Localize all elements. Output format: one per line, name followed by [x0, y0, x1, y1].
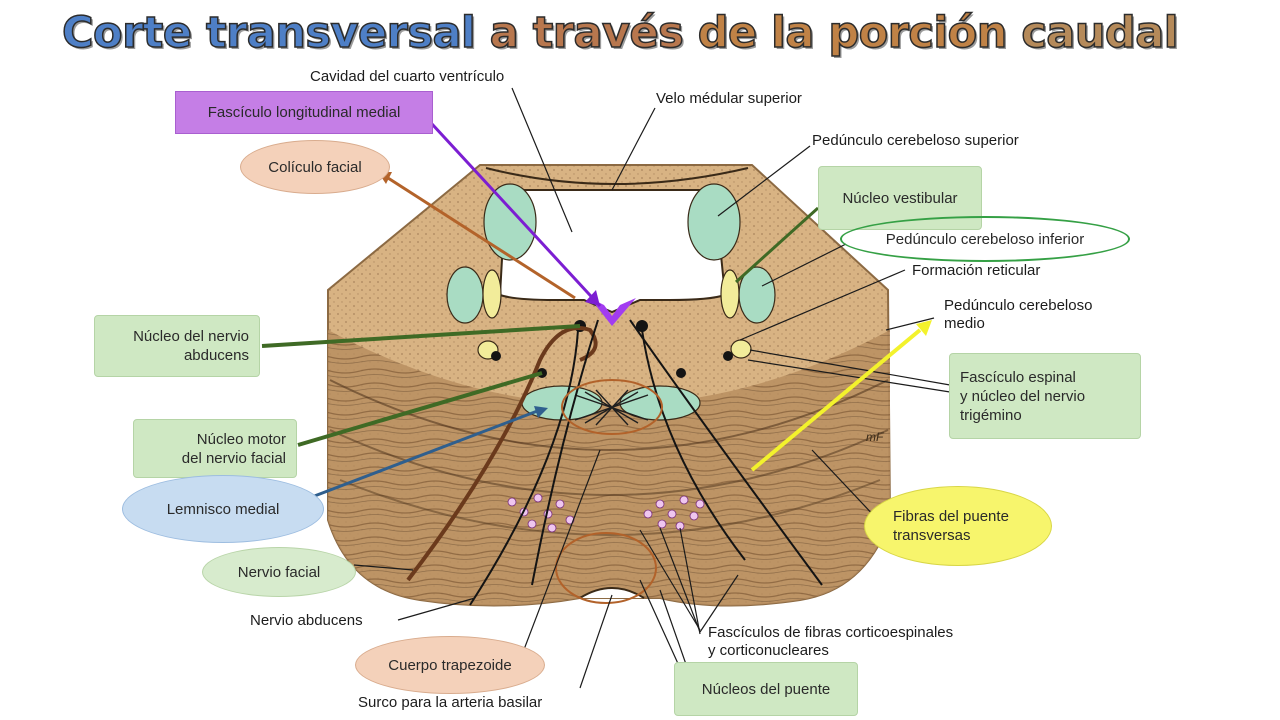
trapezoid-oval — [561, 379, 663, 435]
pontine-oval — [555, 532, 657, 604]
inferior-peduncle-left — [446, 266, 484, 324]
nerve-line-right-outer — [629, 319, 823, 586]
arrow-coliculo — [387, 176, 576, 300]
box-fasciculo-longitudinal: Fascículo longitudinal medial — [175, 91, 433, 134]
annotation-arrows — [261, 122, 922, 502]
arrow-fibras — [750, 328, 922, 472]
label-pedunculo-superior: Pedúnculo cerebeloso superior — [812, 132, 1019, 149]
label-surco: Surco para la arteria basilar — [358, 694, 543, 711]
label-cavidad: Cavidad del cuarto ventrículo — [310, 68, 505, 85]
label-formacion-reticular: Formación reticular — [912, 262, 1041, 279]
arrow-motor — [297, 371, 543, 447]
box-nucleo-abducens: Núcleo del nervio abducens — [94, 315, 260, 377]
box-cuerpo-trapezoide: Cuerpo trapezoide — [355, 636, 545, 694]
arrowheads — [378, 172, 932, 418]
illustrator-signature: mF — [866, 430, 884, 444]
nerve-line-left-outer — [531, 319, 599, 586]
trigeminal-small-right — [730, 339, 752, 359]
medial-longitudinal-fasciculus-mark — [590, 298, 636, 326]
basilar-fiber-lines — [328, 330, 890, 606]
label-nervio-abducens: Nervio abducens — [250, 612, 363, 629]
trapezoid-body — [574, 389, 649, 426]
trigeminal-tract-right — [720, 269, 740, 319]
nucleus-dot-d — [676, 368, 686, 378]
arrow-vestibular — [734, 206, 820, 284]
abducens-nerve-right — [641, 329, 746, 561]
label-pedunculo-medio: Pedúnculo cerebeloso medio — [944, 297, 1093, 332]
nucleus-dot-b — [723, 351, 733, 361]
vestibular-nucleus-right — [687, 183, 741, 261]
arrow-abducens — [261, 324, 581, 348]
box-nervio-facial: Nervio facial — [202, 547, 356, 597]
box-fasciculo-espinal: Fascículo espinal y núcleo del nervio tr… — [949, 353, 1141, 439]
arrowhead-mlf — [585, 290, 600, 306]
vestibular-nucleus-left — [483, 183, 537, 261]
facial-nerve-course — [406, 326, 598, 582]
abducens-nerve-left — [469, 329, 579, 606]
arrow-mlf — [430, 122, 602, 308]
arrowhead-fibras — [916, 320, 932, 336]
label-fasciculos: Fascículos de fibras corticoespinales y … — [708, 624, 954, 659]
arrowhead-lemnisco — [534, 406, 548, 418]
box-lemnisco-medial: Lemnisco medial — [122, 475, 324, 543]
nucleus-dot-a — [491, 351, 501, 361]
leader-lines — [353, 87, 951, 691]
page-title: Corte transversal a través de la porción… — [61, 7, 1179, 59]
fiber-stripe-3 — [339, 479, 881, 536]
box-pedunculo-inferior: Pedúnculo cerebeloso inferior — [840, 216, 1130, 262]
arrow-lemnisco — [303, 408, 541, 502]
box-nucleo-motor: Núcleo motor del nervio facial — [133, 419, 297, 478]
box-nucleos-puente: Núcleos del puente — [674, 662, 858, 716]
abducens-nucleus-dot-right — [636, 320, 648, 332]
box-coliculo-facial: Colículo facial — [240, 140, 390, 194]
box-fibras-puente: Fibras del puente transversas — [864, 486, 1052, 566]
label-velo: Velo médular superior — [656, 90, 802, 107]
trigeminal-tract-left — [482, 269, 502, 319]
